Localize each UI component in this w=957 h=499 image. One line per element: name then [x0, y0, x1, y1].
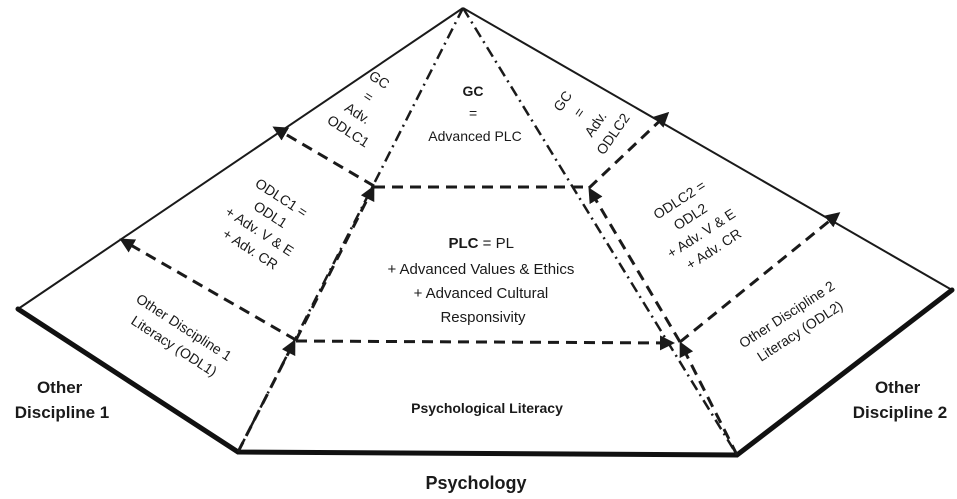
label-psychology: Psychology	[425, 473, 526, 493]
left-arrow-lower	[119, 238, 297, 342]
center-bottom-text: Psychological Literacy	[411, 400, 563, 416]
right-ridge-arrow-upper	[588, 187, 682, 343]
right-ridge-arrow-lower	[679, 341, 739, 456]
right-middle-text: ODLC2 = ODL2 + Adv. V & E + Adv. CR	[642, 170, 752, 278]
left-middle-text: ODLC1 = ODL1 + Adv. V & E + Adv. CR	[212, 170, 322, 278]
center-top-text: GC = Advanced PLC	[428, 83, 521, 144]
left-ridge-arrow-lower	[236, 339, 296, 453]
base-edge	[15, 287, 955, 458]
right-top-text: GC = Adv. ODLC2	[544, 76, 633, 158]
label-other-discipline-2: Other Discipline 2	[853, 378, 947, 422]
center-middle-text: PLC = PL + Advanced Values & Ethics + Ad…	[387, 235, 578, 326]
label-other-discipline-1: Other Discipline 1	[15, 378, 109, 422]
right-arrow-lower	[679, 212, 841, 344]
outer-edge-right	[462, 7, 953, 291]
ridge-right	[461, 7, 739, 456]
right-bottom-text: Other Discipline 2 Literacy (ODL2)	[736, 275, 852, 368]
center-band-lower	[295, 335, 675, 351]
left-ridge-arrow-upper	[294, 185, 375, 341]
outer-edge-left	[17, 7, 464, 310]
left-arrow-upper	[272, 126, 375, 188]
left-bottom-text: Other Discipline 1 Literacy (ODL1)	[122, 290, 238, 383]
